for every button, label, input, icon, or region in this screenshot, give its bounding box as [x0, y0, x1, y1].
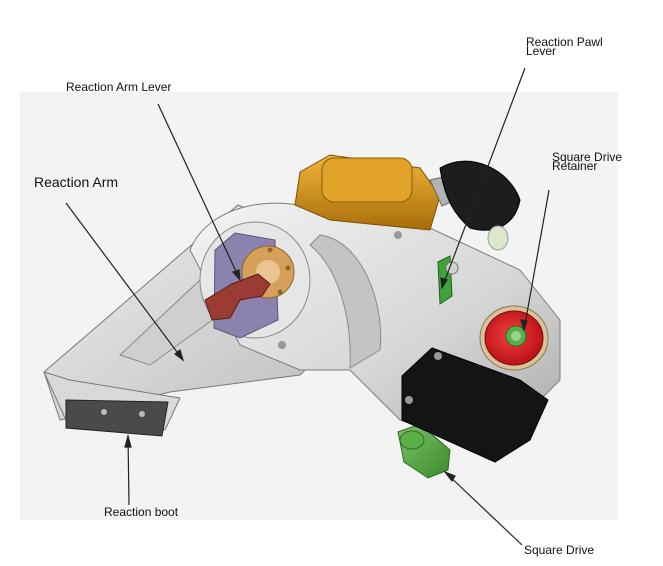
- side-cover: [401, 347, 549, 463]
- label-reaction-pawl-lever-line2: Lever: [526, 44, 557, 58]
- label-reaction-arm-lever: Reaction Arm Lever: [66, 80, 172, 94]
- label-square-drive: Square Drive: [524, 543, 595, 557]
- leader-reaction-pawl-lever: [441, 67, 526, 289]
- label-square-drive-retainer: Square Drive Retainer: [552, 150, 623, 173]
- leader-square-drive: [444, 471, 523, 546]
- square-drive-retainer-part: [479, 305, 549, 371]
- hydraulic-swivel: [294, 154, 521, 251]
- label-reaction-pawl-lever: Reaction Pawl Lever: [526, 35, 603, 58]
- leader-reaction-arm: [65, 202, 184, 361]
- leader-reaction-arm-lever: [157, 103, 241, 281]
- label-reaction-arm: Reaction Arm: [34, 174, 119, 190]
- label-square-drive-retainer-line1: Square Drive: [552, 150, 623, 164]
- label-reaction-boot: Reaction boot: [104, 505, 179, 519]
- leader-lines: [65, 67, 550, 546]
- label-square-drive-retainer-line2: Retainer: [552, 159, 598, 173]
- leader-square-drive-retainer: [523, 189, 550, 331]
- label-reaction-pawl-lever-line1: Reaction Pawl: [526, 35, 603, 49]
- reaction-boot-part: [43, 371, 181, 437]
